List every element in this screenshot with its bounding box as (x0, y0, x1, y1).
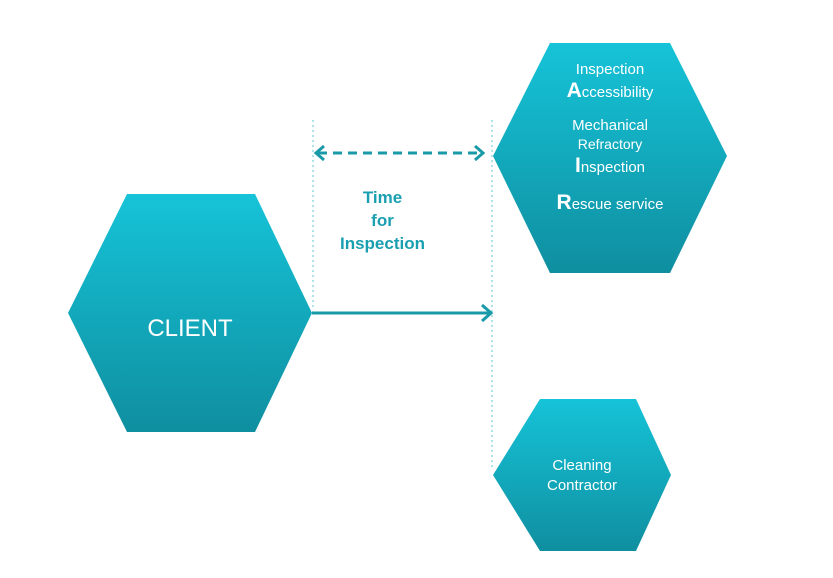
contractor-line-1: Cleaning (552, 457, 612, 474)
time-for-inspection-label: Time for Inspection (330, 186, 435, 255)
client-label: CLIENT (147, 315, 233, 342)
time-label-line-1: Time (362, 188, 403, 207)
accessibility-initial: A (566, 79, 582, 102)
arrowhead-left (313, 144, 325, 162)
contractor-line-2: Contractor (546, 477, 618, 494)
accessibility-rest: ccessibility (581, 84, 654, 101)
client-arrowhead (481, 303, 494, 323)
client-hexagon (68, 194, 312, 432)
mechanical-inspection-label: Inspection (510, 154, 710, 177)
client-label-box: CLIENT (68, 315, 312, 343)
contractor-text: Cleaning Contractor (493, 456, 671, 496)
mechanical-label: Mechanical (572, 117, 648, 134)
arrowhead-right (474, 144, 486, 162)
services-hexagon (493, 43, 727, 273)
rescue-rest: escue service (571, 196, 664, 213)
inspection-initial: I (574, 154, 581, 177)
rescue-initial: R (556, 191, 572, 214)
refractory-label: Refractory (577, 136, 643, 152)
time-label-line-3: Inspection (339, 234, 425, 253)
time-label-line-2: for (371, 211, 394, 230)
accessibility-label: Accessibility (510, 79, 710, 102)
rescue-label: Rescue service (510, 191, 710, 214)
contractor-hexagon (493, 399, 671, 551)
inspection-rest: nspection (580, 159, 646, 176)
inspection-label: Inspection (575, 61, 645, 78)
services-text: Inspection Accessibility Mechanical Refr… (510, 60, 710, 214)
